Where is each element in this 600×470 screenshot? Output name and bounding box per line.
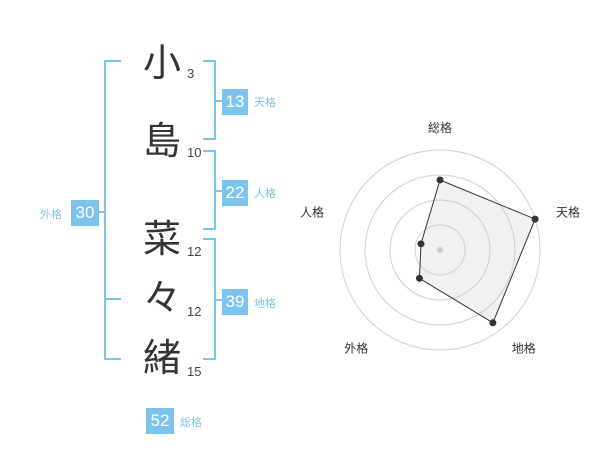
- radar-rings: [339, 149, 541, 351]
- stroke-count-5: 15: [187, 364, 202, 379]
- tenkaku-label: 天格: [254, 96, 276, 109]
- radar-axis-label-4: 外格: [344, 341, 368, 356]
- radar-point-2: [531, 215, 539, 223]
- radar-center-dot: [437, 247, 443, 253]
- name-char-1: 小: [142, 41, 181, 85]
- name-char-5: 緒: [142, 336, 181, 380]
- name-char-4: 々: [142, 276, 181, 320]
- gaikaku-bracket-divider: [104, 298, 121, 300]
- stroke-count-3: 12: [187, 244, 202, 259]
- radar-polygon: [418, 179, 536, 324]
- chikaku-label: 地格: [254, 297, 276, 310]
- name-char-2: 島: [142, 119, 181, 163]
- radar-axis-label-5: 人格: [300, 204, 324, 219]
- radar-point-1: [436, 176, 444, 184]
- chikaku-value: 39: [222, 289, 248, 315]
- chikaku-tick: [215, 299, 222, 301]
- radar-point-3: [489, 319, 497, 327]
- jinkaku-value: 22: [222, 180, 248, 206]
- gaikaku-label: 外格: [40, 208, 62, 221]
- radar-axis-label-2: 天格: [556, 204, 580, 219]
- radar-ring-1: [414, 224, 466, 276]
- radar-point-5: [417, 240, 425, 248]
- radar-ring-4: [339, 149, 541, 351]
- jinkaku-label: 人格: [254, 187, 276, 200]
- radar-axis-label-3: 地格: [512, 341, 536, 356]
- stroke-count-4: 12: [187, 304, 202, 319]
- gaikaku-bracket: [104, 60, 121, 360]
- stroke-count-1: 3: [187, 66, 195, 81]
- gaikaku-bracket-tick: [95, 211, 105, 213]
- radar-ring-2: [389, 199, 491, 301]
- radar-axis-label-1: 総格: [428, 120, 452, 135]
- gaikaku-value: 30: [71, 200, 99, 226]
- stroke-count-2: 10: [187, 145, 202, 160]
- tenkaku-value: 13: [222, 89, 248, 115]
- name-char-3: 菜: [142, 217, 181, 261]
- radar-points: [415, 176, 539, 327]
- tenkaku-tick: [215, 100, 222, 102]
- radar-point-4: [415, 274, 423, 282]
- soukaku-label: 総格: [180, 416, 202, 429]
- jinkaku-tick: [215, 190, 222, 192]
- radar-ring-3: [364, 174, 516, 326]
- soukaku-value: 52: [146, 408, 174, 434]
